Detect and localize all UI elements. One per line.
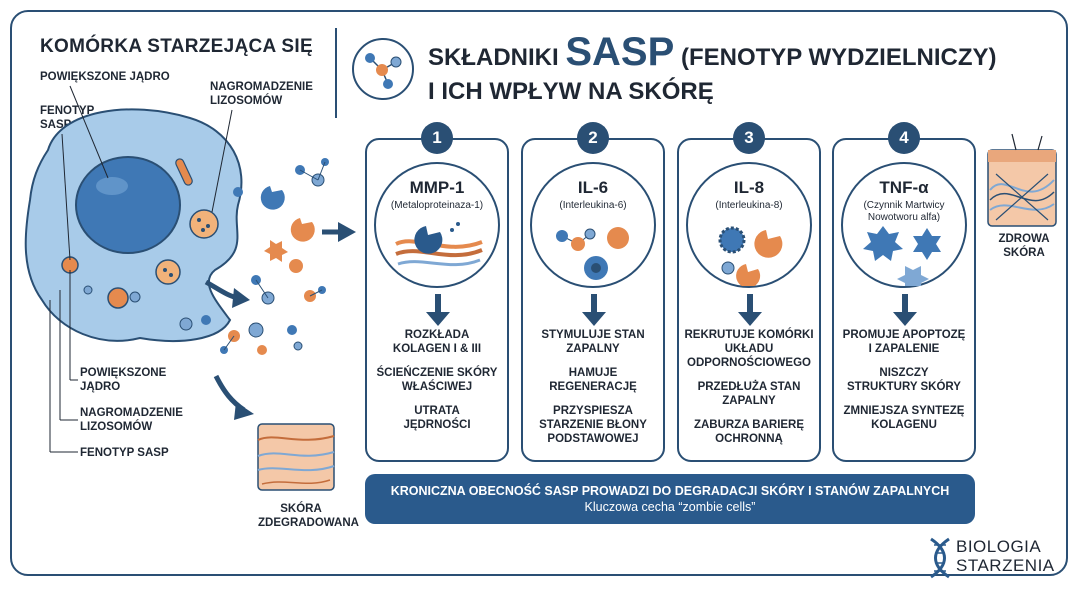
degraded-skin-illustration [257,423,335,491]
sasp-card-3: IL-8 (Interleukina-8) REKRUTUJE KOMÓRKI UK… [677,138,821,462]
card-effects: ROZKŁADA KOLAGEN I & III ŚCIEŃCZENIE SKÓR… [371,328,503,442]
main-title-line2: I ICH WPŁYW NA SKÓRĘ [428,78,714,105]
card-circle: IL-8 (Interleukina-8) [686,162,812,288]
lysosome [189,209,219,239]
main-title-line1: SKŁADNIKI SASP (FENOTYP WYDZIELNICZY) [428,30,997,74]
molecule-icon [365,53,402,89]
label-sasp-bottom: FENOTYP SASP [80,447,169,459]
effect-item: PRZYSPIESZA STARZENIE BŁONY PODSTAWOWEJ [539,405,647,445]
card-number-badge: 1 [421,122,453,154]
effect-item: HAMUJE REGENERACJĘ [549,367,637,393]
down-arrow-icon [426,294,450,326]
effect-item: REKRUTUJE KOMÓRKI UKŁADU ODPORNOŚCIOWEGO [684,329,814,369]
card-effects: PROMUJE APOPTOZĘ I ZAPALENIE NISZCZY STRU… [838,328,970,442]
degraded-skin-label: SKÓRA ZDEGRADOWANA [258,503,359,529]
card-circle: TNF-α (Czynnik Martwicy Nowotworu alfa) [841,162,967,288]
tnf-illustration [863,226,941,286]
card-subtitle: (Metaloproteinaza-1) [390,200,484,211]
card-name: IL-6 [577,178,609,197]
label-lysosome-bottom: NAGROMADZENIE LIZOSOMÓW [80,407,183,433]
sasp-molecules [179,158,329,355]
sasp-card-4: TNF-α (Czynnik Martwicy Nowotworu alfa) PR… [832,138,976,462]
label-nucleus-bottom: POWIĘKSZONE JĄDRO [80,367,167,393]
card-effects: REKRUTUJE KOMÓRKI UKŁADU ODPORNOŚCIOWEGO… [683,328,815,456]
banner-line2: Kluczowa cecha “zombie cells” [584,500,756,514]
card-name: IL-8 [733,178,765,197]
effect-item: PROMUJE APOPTOZĘ I ZAPALENIE [842,329,966,355]
down-arrow-icon [582,294,606,326]
banner-line1: KRONICZNA OBECNOŚĆ SASP PROWADZI DO DEGR… [390,484,950,498]
effect-item: ROZKŁADA KOLAGEN I & III [392,329,482,355]
card-circle: IL-6 (Interleukina-6) [530,162,656,288]
card-circle: MMP-1 (Metaloproteinaza-1) [374,162,500,288]
left-title: KOMÓRKA STARZEJĄCA SIĘ [40,36,313,57]
down-arrow-icon [893,294,917,326]
card-number-badge: 3 [733,122,765,154]
dna-icon [930,537,950,579]
nucleus [75,156,181,254]
outer-frame [10,10,1068,576]
effect-item: ŚCIEŃCZENIE SKÓRY WŁAŚCIWEJ [376,367,498,393]
card-subtitle: (Interleukina-8) [715,200,783,211]
mmp1-illustration [395,222,483,267]
healthy-skin-label: ZDROWA SKÓRA [998,233,1050,259]
il8-illustration [718,226,783,286]
healthy-skin-illustration [987,133,1057,227]
logo-line2: STARZENIA [956,556,1055,575]
molecule-icon-circle [352,38,414,100]
card-name: MMP-1 [409,178,465,197]
effect-item: NISZCZY STRUKTURY SKÓRY [847,367,961,393]
lysosome [155,259,181,285]
logo-text: BIOLOGIA STARZENIA [956,537,1055,575]
effect-item: UTRATA JĘDRNOŚCI [403,405,471,431]
card-subtitle: (Czynnik Martwicy Nowotworu alfa) [863,200,945,223]
down-arrow-icon [738,294,762,326]
card-effects: STYMULUJE STAN ZAPALNY HAMUJE REGENERACJĘ… [527,328,659,456]
sasp-card-1: MMP-1 (Metaloproteinaza-1) ROZKŁADA KOLAGE… [365,138,509,462]
card-number-badge: 4 [888,122,920,154]
effect-item: ZMNIEJSZA SYNTEZĘ KOLAGENU [843,405,965,431]
header-separator [335,28,337,118]
card-subtitle: (Interleukina-6) [559,200,627,211]
logo-line1: BIOLOGIA [956,537,1042,556]
label-lysosome-top: NAGROMADZENIE LIZOSOMÓW [210,81,313,107]
card-name: TNF-α [879,178,929,197]
effect-item: STYMULUJE STAN ZAPALNY [541,329,645,355]
il6-illustration [556,227,629,280]
senescent-cell-illustration [24,85,356,491]
effect-item: ZABURZA BARIERĘ OCHRONNĄ [693,419,805,445]
label-nucleus-top: POWIĘKSZONE JĄDRO [40,71,170,83]
sasp-card-2: IL-6 (Interleukina-6) STYMULUJE STAN ZAPAL… [521,138,665,462]
summary-banner: KRONICZNA OBECNOŚĆ SASP PROWADZI DO DEGR… [365,474,975,524]
effect-item: PRZEDŁUŻA STAN ZAPALNY [697,381,801,407]
card-number-badge: 2 [577,122,609,154]
